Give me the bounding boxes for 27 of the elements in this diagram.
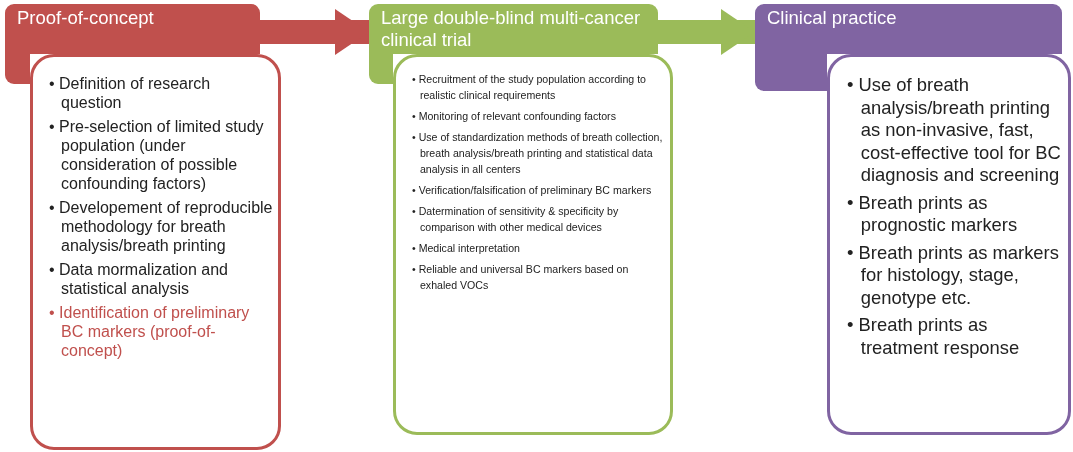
bullet-list-card: [827, 54, 1071, 435]
bullet-item: • Developement of reproducible methodology for breath analysis/breath printing: [49, 198, 274, 255]
bullet-item: • Identification of preliminary BC markers (proof-of-concept): [49, 303, 251, 360]
bullet-item: • Recruitment of the study population according to realistic clinical requirements: [412, 72, 647, 103]
phase-title: Clinical practice: [767, 7, 898, 29]
bullet-item: • Medical interpretation: [412, 241, 521, 256]
bullet-item: • Use of breath analysis/breath printing as non-invasive, fast, cost-effective tool for BC diagnosis and screening: [847, 74, 1062, 187]
phase-header: [755, 4, 1062, 54]
bullet-item: • Data mormalization and statistical analysis: [49, 260, 229, 298]
bullet-item: • Breath prints as treatment response: [847, 314, 1021, 359]
bullet-item: • Monitoring of relevant confounding factors: [412, 109, 617, 124]
bullet-item: • Breath prints as markers for histology, stage, genotype etc.: [847, 241, 1060, 309]
phase-title: Proof-of-concept: [17, 7, 155, 29]
block-arrow: [260, 9, 369, 55]
bullet-list-card: [393, 54, 673, 435]
phase-header: [5, 4, 260, 54]
bullet-item: • Verification/falsification of preliminary BC markers: [412, 183, 653, 198]
bullet-item: • Definition of research question: [49, 74, 212, 112]
bullet-item: • Pre-selection of limited study population (under consideration of possible confounding factors): [49, 117, 265, 193]
bullet-item: • Datermination of sensitivity & specificity by comparison with other medical devices: [412, 204, 620, 235]
bullet-item: • Breath prints as prognostic markers: [847, 191, 1019, 237]
phase-header: [369, 4, 658, 54]
bullet-item: • Reliable and universal BC markers based on exhaled VOCs: [412, 262, 630, 293]
bullet-list-card: [30, 54, 281, 450]
phase-title: Large double-blind multi-cancer clinical trial: [381, 7, 642, 51]
bullet-item: • Use of standardization methods of breath collection, breath analysis/breath printing and statistical data analysis in all centers: [412, 130, 664, 177]
block-arrow: [658, 9, 755, 55]
